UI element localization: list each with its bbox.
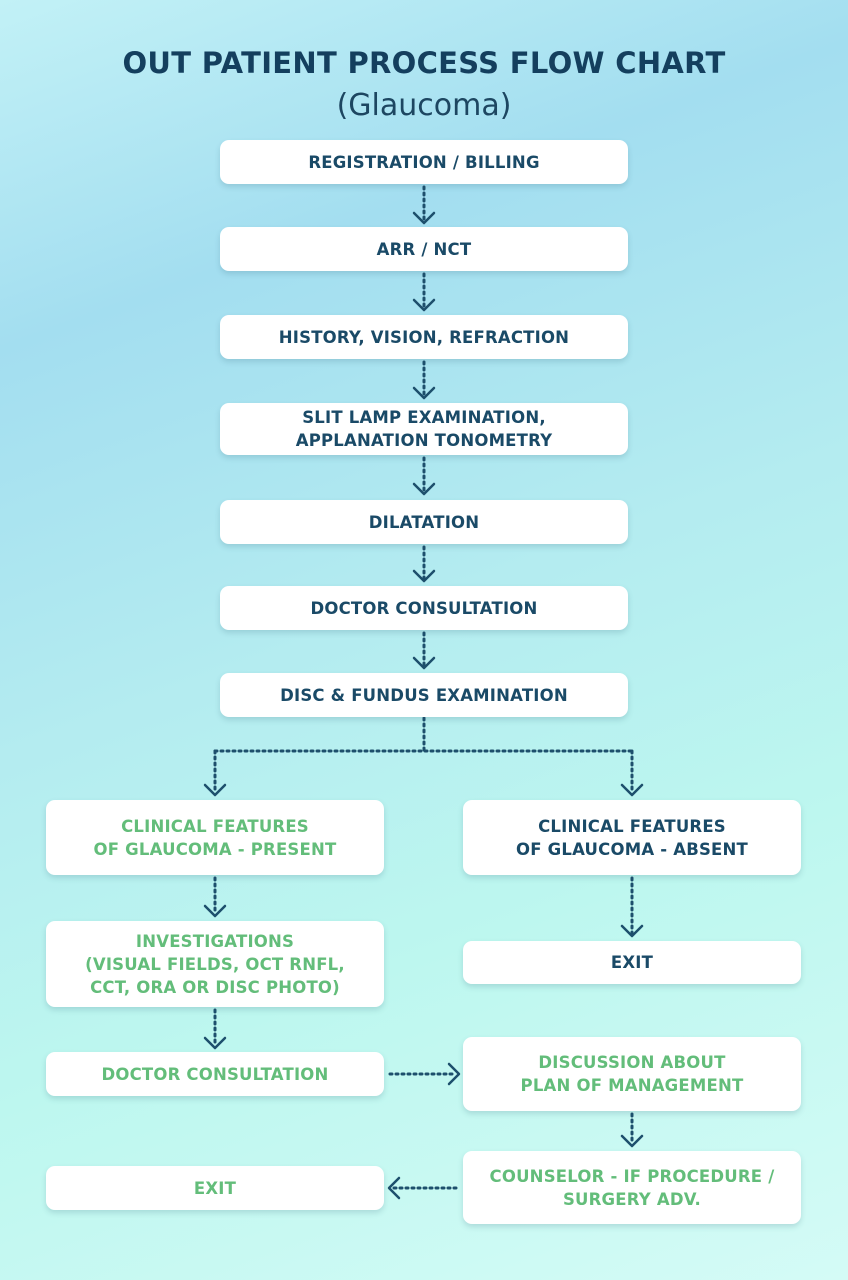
step-label: EXIT [193, 1178, 237, 1198]
step-arr-nct: ARR / NCT [220, 227, 628, 271]
arrowhead-down [203, 783, 227, 797]
step-doctor-consultation: DOCTOR CONSULTATION [220, 586, 628, 630]
step-registration-billing: REGISTRATION / BILLING [220, 140, 628, 184]
chart-subtitle: (Glaucoma) [336, 88, 512, 123]
step-label-line: OF GLAUCOMA - PRESENT [93, 839, 337, 859]
step-doctor-consultation-followup: DOCTOR CONSULTATION [46, 1052, 384, 1096]
step-label: DISC & FUNDUS EXAMINATION [280, 685, 568, 705]
chart-title: OUT PATIENT PROCESS FLOW CHART [122, 46, 726, 80]
step-investigations: INVESTIGATIONS (VISUAL FIELDS, OCT RNFL,… [46, 921, 384, 1007]
step-label-line: (VISUAL FIELDS, OCT RNFL, [85, 954, 345, 974]
step-label-line: CLINICAL FEATURES [121, 816, 309, 836]
step-label: DOCTOR CONSULTATION [310, 598, 538, 618]
step-label-line: SLIT LAMP EXAMINATION, [302, 408, 546, 427]
arrowhead-down [412, 482, 436, 496]
step-discussion-plan-of-management: DISCUSSION ABOUT PLAN OF MANAGEMENT [463, 1037, 801, 1111]
step-label: DOCTOR CONSULTATION [101, 1064, 329, 1084]
step-disc-fundus-examination: DISC & FUNDUS EXAMINATION [220, 673, 628, 717]
arrowhead-down [620, 1134, 644, 1148]
step-label-line: APPLANATION TONOMETRY [295, 431, 553, 450]
arrowhead-down [203, 904, 227, 918]
arrowhead-down [412, 656, 436, 670]
step-label: ARR / NCT [376, 239, 472, 259]
step-exit-left: EXIT [46, 1166, 384, 1210]
arrowhead-left [387, 1176, 401, 1200]
step-label-line: CLINICAL FEATURES [538, 816, 726, 836]
arrowhead-right [447, 1062, 461, 1086]
step-label: HISTORY, VISION, REFRACTION [278, 327, 570, 347]
step-label-line: COUNSELOR - IF PROCEDURE / [489, 1166, 775, 1186]
step-label-line: DISCUSSION ABOUT [538, 1053, 726, 1072]
step-slit-lamp-examination: SLIT LAMP EXAMINATION, APPLANATION TONOM… [220, 403, 628, 455]
step-label-line: INVESTIGATIONS [135, 931, 295, 951]
step-label-line: SURGERY ADV. [562, 1189, 702, 1209]
step-exit-right: EXIT [463, 941, 801, 984]
step-clinical-features-present: CLINICAL FEATURES OF GLAUCOMA - PRESENT [46, 800, 384, 875]
arrowhead-down [412, 569, 436, 583]
step-label-line: OF GLAUCOMA - ABSENT [516, 839, 748, 859]
step-counselor: COUNSELOR - IF PROCEDURE / SURGERY ADV. [463, 1151, 801, 1224]
step-label: REGISTRATION / BILLING [308, 152, 540, 172]
arrowhead-down [412, 386, 436, 400]
step-label: DILATATION [368, 512, 480, 532]
step-history-vision-refraction: HISTORY, VISION, REFRACTION [220, 315, 628, 359]
arrowhead-down [412, 211, 436, 225]
arrowhead-down [620, 924, 644, 938]
arrowhead-down [203, 1036, 227, 1050]
step-dilatation: DILATATION [220, 500, 628, 544]
arrowhead-down [412, 298, 436, 312]
arrowhead-down [620, 783, 644, 797]
step-label-line: PLAN OF MANAGEMENT [520, 1076, 744, 1095]
step-clinical-features-absent: CLINICAL FEATURES OF GLAUCOMA - ABSENT [463, 800, 801, 875]
step-label-line: CCT, ORA OR DISC PHOTO) [90, 977, 340, 997]
step-label: EXIT [610, 953, 654, 972]
